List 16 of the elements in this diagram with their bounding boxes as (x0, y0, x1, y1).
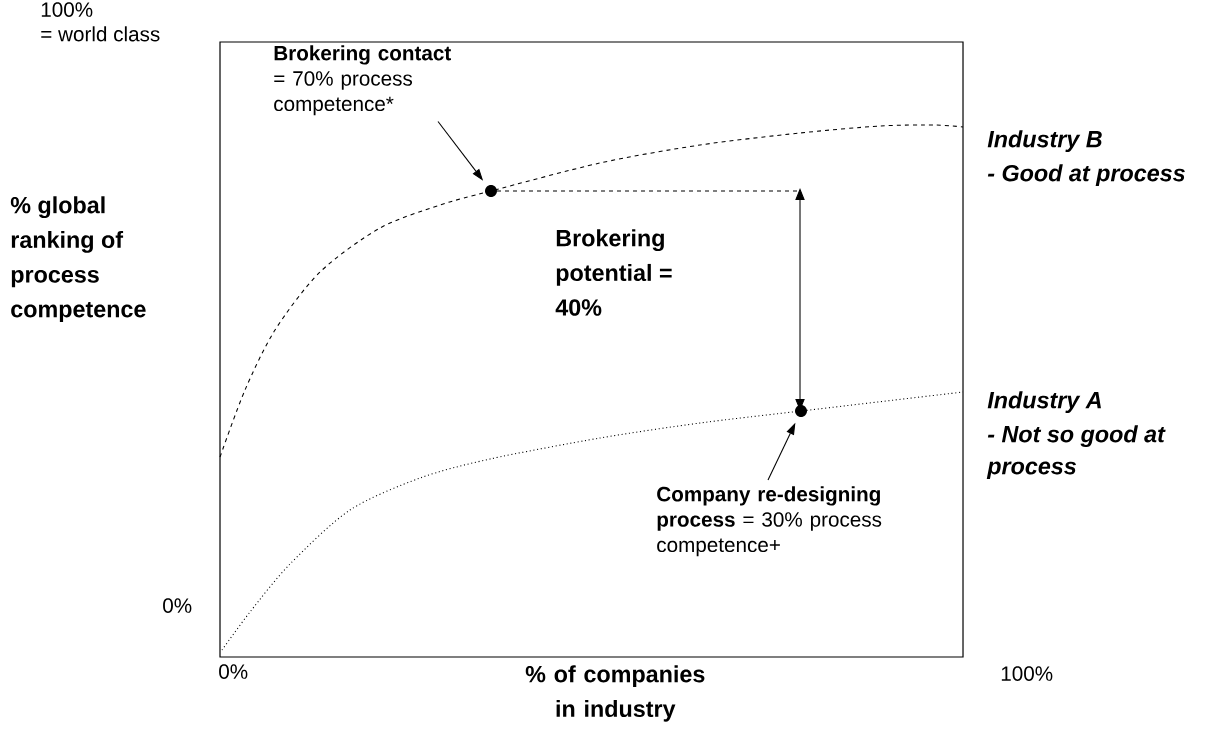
axis-label: 0% (219, 664, 248, 679)
callout-text: Company re-designing process = 30% process competence+ (657, 486, 882, 557)
curve-label: - Not so good at process (986, 425, 1166, 480)
point-marker (795, 405, 807, 417)
axis-label: 100% (1001, 666, 1053, 681)
axis-label: 0% (163, 598, 192, 613)
curve-label: Industry B (987, 130, 1102, 153)
axis-label: = world class (41, 26, 160, 42)
curve-label: Industry A (987, 391, 1101, 414)
axis-title: % global ranking of process competence (10, 196, 146, 323)
curve-label: - Good at process (987, 164, 1185, 187)
point-marker (485, 185, 497, 197)
axis-title: % of companies in industry (525, 665, 705, 722)
axis-label: 100% (41, 2, 93, 17)
callout-text: Brokering contact = 70% process competence* (274, 45, 451, 116)
annotation-text: Brokering potential = 40% (555, 229, 672, 316)
